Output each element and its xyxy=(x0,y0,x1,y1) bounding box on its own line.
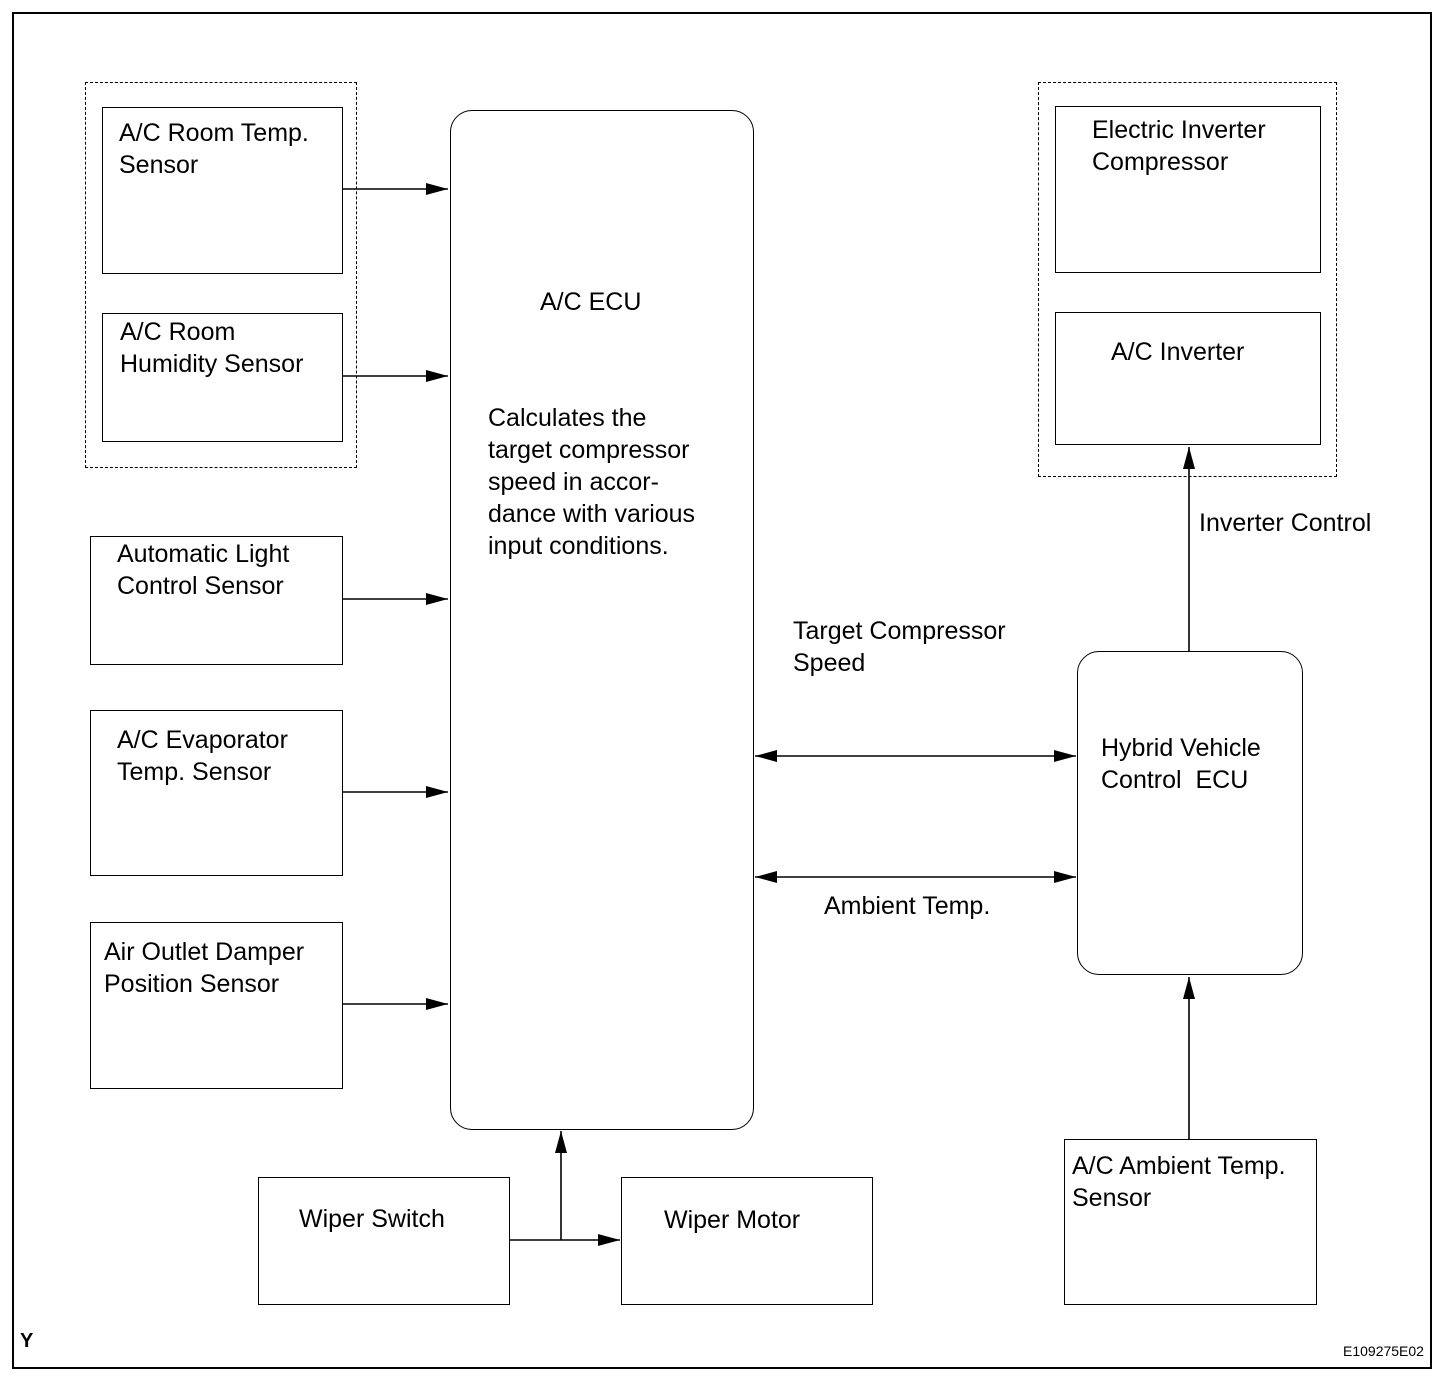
hybrid-vehicle-ecu-box xyxy=(1077,651,1303,975)
room-temp-sensor-box xyxy=(102,107,343,274)
diagram-frame xyxy=(12,12,1432,1369)
corner-mark: Y xyxy=(20,1330,34,1352)
ambient-temp-sensor-label: A/C Ambient Temp. Sensor xyxy=(1072,1152,1286,1212)
target-speed-label: Target Compressor Speed xyxy=(793,617,1006,677)
air-outlet-sensor-box xyxy=(90,922,343,1089)
room-humidity-sensor-label: A/C Room Humidity Sensor xyxy=(120,318,304,378)
ac-inverter-label: A/C Inverter xyxy=(1111,338,1245,366)
wiper-motor-label: Wiper Motor xyxy=(664,1206,801,1234)
wiper-motor-box xyxy=(621,1177,873,1305)
ac-ecu-title: A/C ECU xyxy=(540,288,642,316)
evaporator-sensor-box xyxy=(90,710,343,876)
inverter-control-label: Inverter Control xyxy=(1199,509,1372,537)
auto-light-sensor-label: Automatic Light Control Sensor xyxy=(117,540,290,600)
room-humidity-sensor-box xyxy=(102,313,343,442)
room-sensor-group xyxy=(85,82,357,468)
ac-inverter-box xyxy=(1055,312,1321,445)
electric-inverter-compressor-label: Electric Inverter Compressor xyxy=(1092,116,1266,176)
compressor-group xyxy=(1038,82,1337,477)
ac-ecu-box xyxy=(450,110,754,1130)
air-outlet-sensor-label: Air Outlet Damper Position Sensor xyxy=(104,938,305,998)
evaporator-sensor-label: A/C Evaporator Temp. Sensor xyxy=(117,726,288,786)
electric-inverter-compressor-box xyxy=(1055,106,1321,273)
wiper-switch-box xyxy=(258,1177,510,1305)
ambient-temp-signal-label: Ambient Temp. xyxy=(824,892,991,920)
auto-light-sensor-box xyxy=(90,536,343,665)
ambient-temp-sensor-box xyxy=(1064,1139,1317,1305)
room-temp-sensor-label: A/C Room Temp. Sensor xyxy=(119,119,309,179)
hybrid-vehicle-ecu-label: Hybrid Vehicle Control ECU xyxy=(1101,734,1261,794)
ac-ecu-description: Calculates the target compressor speed i… xyxy=(488,404,696,560)
wiper-switch-label: Wiper Switch xyxy=(299,1205,445,1233)
figure-code: E109275E02 xyxy=(1343,1343,1424,1359)
